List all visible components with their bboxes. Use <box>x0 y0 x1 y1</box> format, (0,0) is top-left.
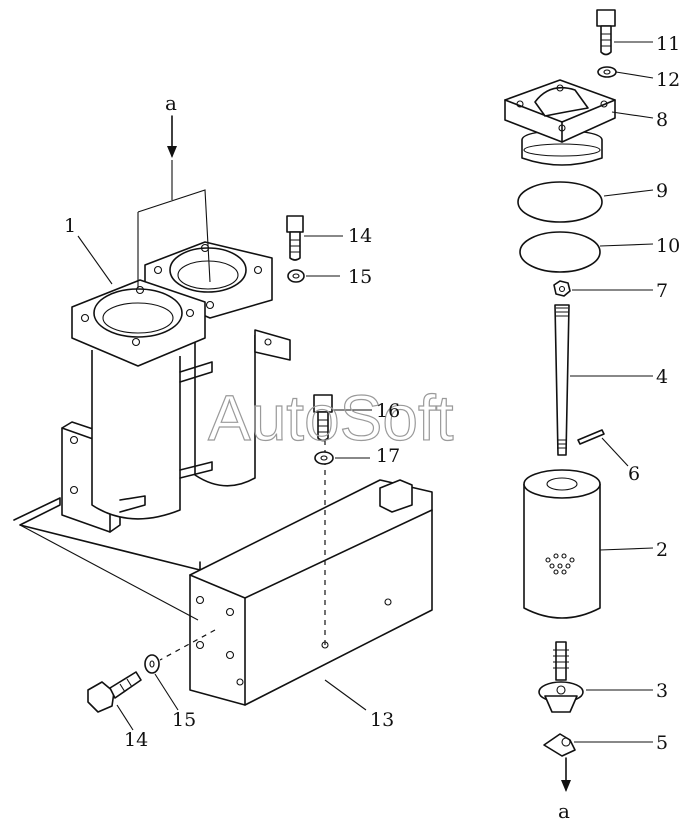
drain-valve-3 <box>538 641 584 713</box>
pin-6 <box>577 429 605 445</box>
callout-16: 16 <box>376 400 400 422</box>
callout-11: 11 <box>656 33 680 55</box>
washer-15-upper <box>287 269 305 283</box>
nut-7 <box>553 280 571 297</box>
bolt-14-upper <box>286 215 304 261</box>
o-ring-9 <box>517 181 603 223</box>
bolt-11 <box>596 9 616 56</box>
callout-8: 8 <box>656 109 668 131</box>
callout-4: 4 <box>656 366 668 388</box>
o-ring-10 <box>519 231 601 273</box>
view-letter-a-bottom: a <box>558 799 570 823</box>
callout-15-upper: 15 <box>348 266 372 288</box>
callout-7: 7 <box>656 280 668 302</box>
callout-13: 13 <box>370 709 394 731</box>
callout-1: 1 <box>64 215 76 237</box>
mounting-bracket <box>19 440 433 706</box>
center-bolt-4 <box>554 304 570 456</box>
washer-15-lower <box>144 654 160 674</box>
callout-3: 3 <box>656 680 668 702</box>
watermark: AutoSoft <box>208 382 454 454</box>
drain-cock-5 <box>543 733 576 757</box>
callout-6: 6 <box>628 463 640 485</box>
callout-12: 12 <box>656 69 680 91</box>
callout-17: 17 <box>376 445 400 467</box>
arrow-a-top <box>167 115 177 158</box>
filter-head-8 <box>504 79 616 166</box>
bolt-16 <box>313 394 333 442</box>
callout-14-upper: 14 <box>348 225 372 247</box>
washer-12 <box>597 66 617 78</box>
arrow-a-bottom <box>561 757 571 792</box>
callout-10: 10 <box>656 235 680 257</box>
callout-2: 2 <box>656 539 668 561</box>
callout-9: 9 <box>656 180 668 202</box>
callout-14-lower: 14 <box>124 729 148 751</box>
bolt-14-lower <box>87 671 142 713</box>
washer-17 <box>314 451 334 465</box>
callout-15-lower: 15 <box>172 709 196 731</box>
view-letter-a-top: a <box>165 91 177 115</box>
filter-element-2 <box>523 469 601 619</box>
callout-5: 5 <box>656 732 668 754</box>
filter-housing-assembly <box>13 160 291 571</box>
leader-lines <box>77 41 654 743</box>
